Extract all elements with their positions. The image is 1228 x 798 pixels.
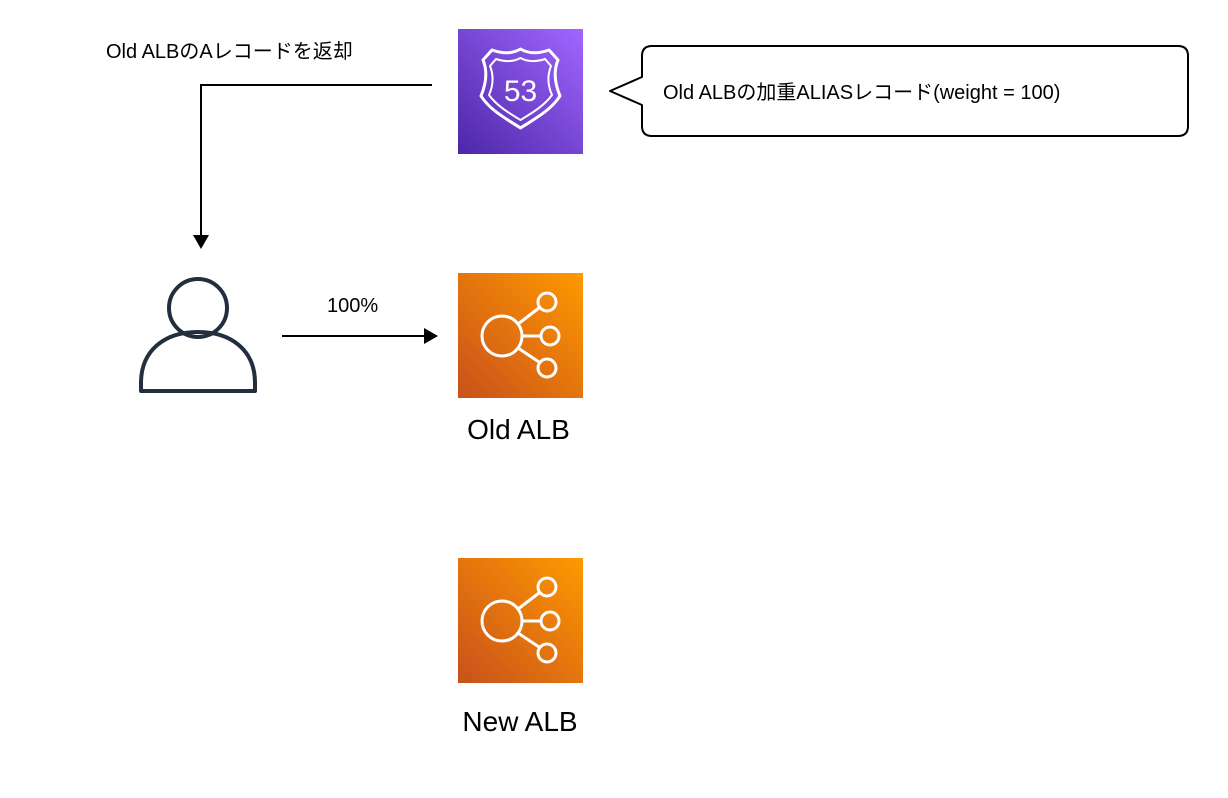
old-alb-icon (458, 273, 583, 398)
traffic-percent-label: 100% (327, 295, 379, 317)
return-arrowhead (193, 235, 209, 249)
traffic-arrowhead (424, 328, 438, 344)
callout-bubble (609, 45, 1189, 137)
new-alb-icon (458, 558, 583, 683)
route53-icon: 53 (458, 29, 583, 154)
return-record-label: Old ALBのAレコードを返却 (106, 41, 353, 63)
callout-text: Old ALBの加重ALIASレコード(weight = 100) (663, 82, 1061, 104)
new-alb-label: New ALB (462, 706, 578, 737)
old-alb-label: Old ALB (467, 414, 570, 445)
return-arrow (200, 84, 432, 238)
user-icon (139, 277, 257, 393)
route53-number: 53 (504, 75, 537, 108)
